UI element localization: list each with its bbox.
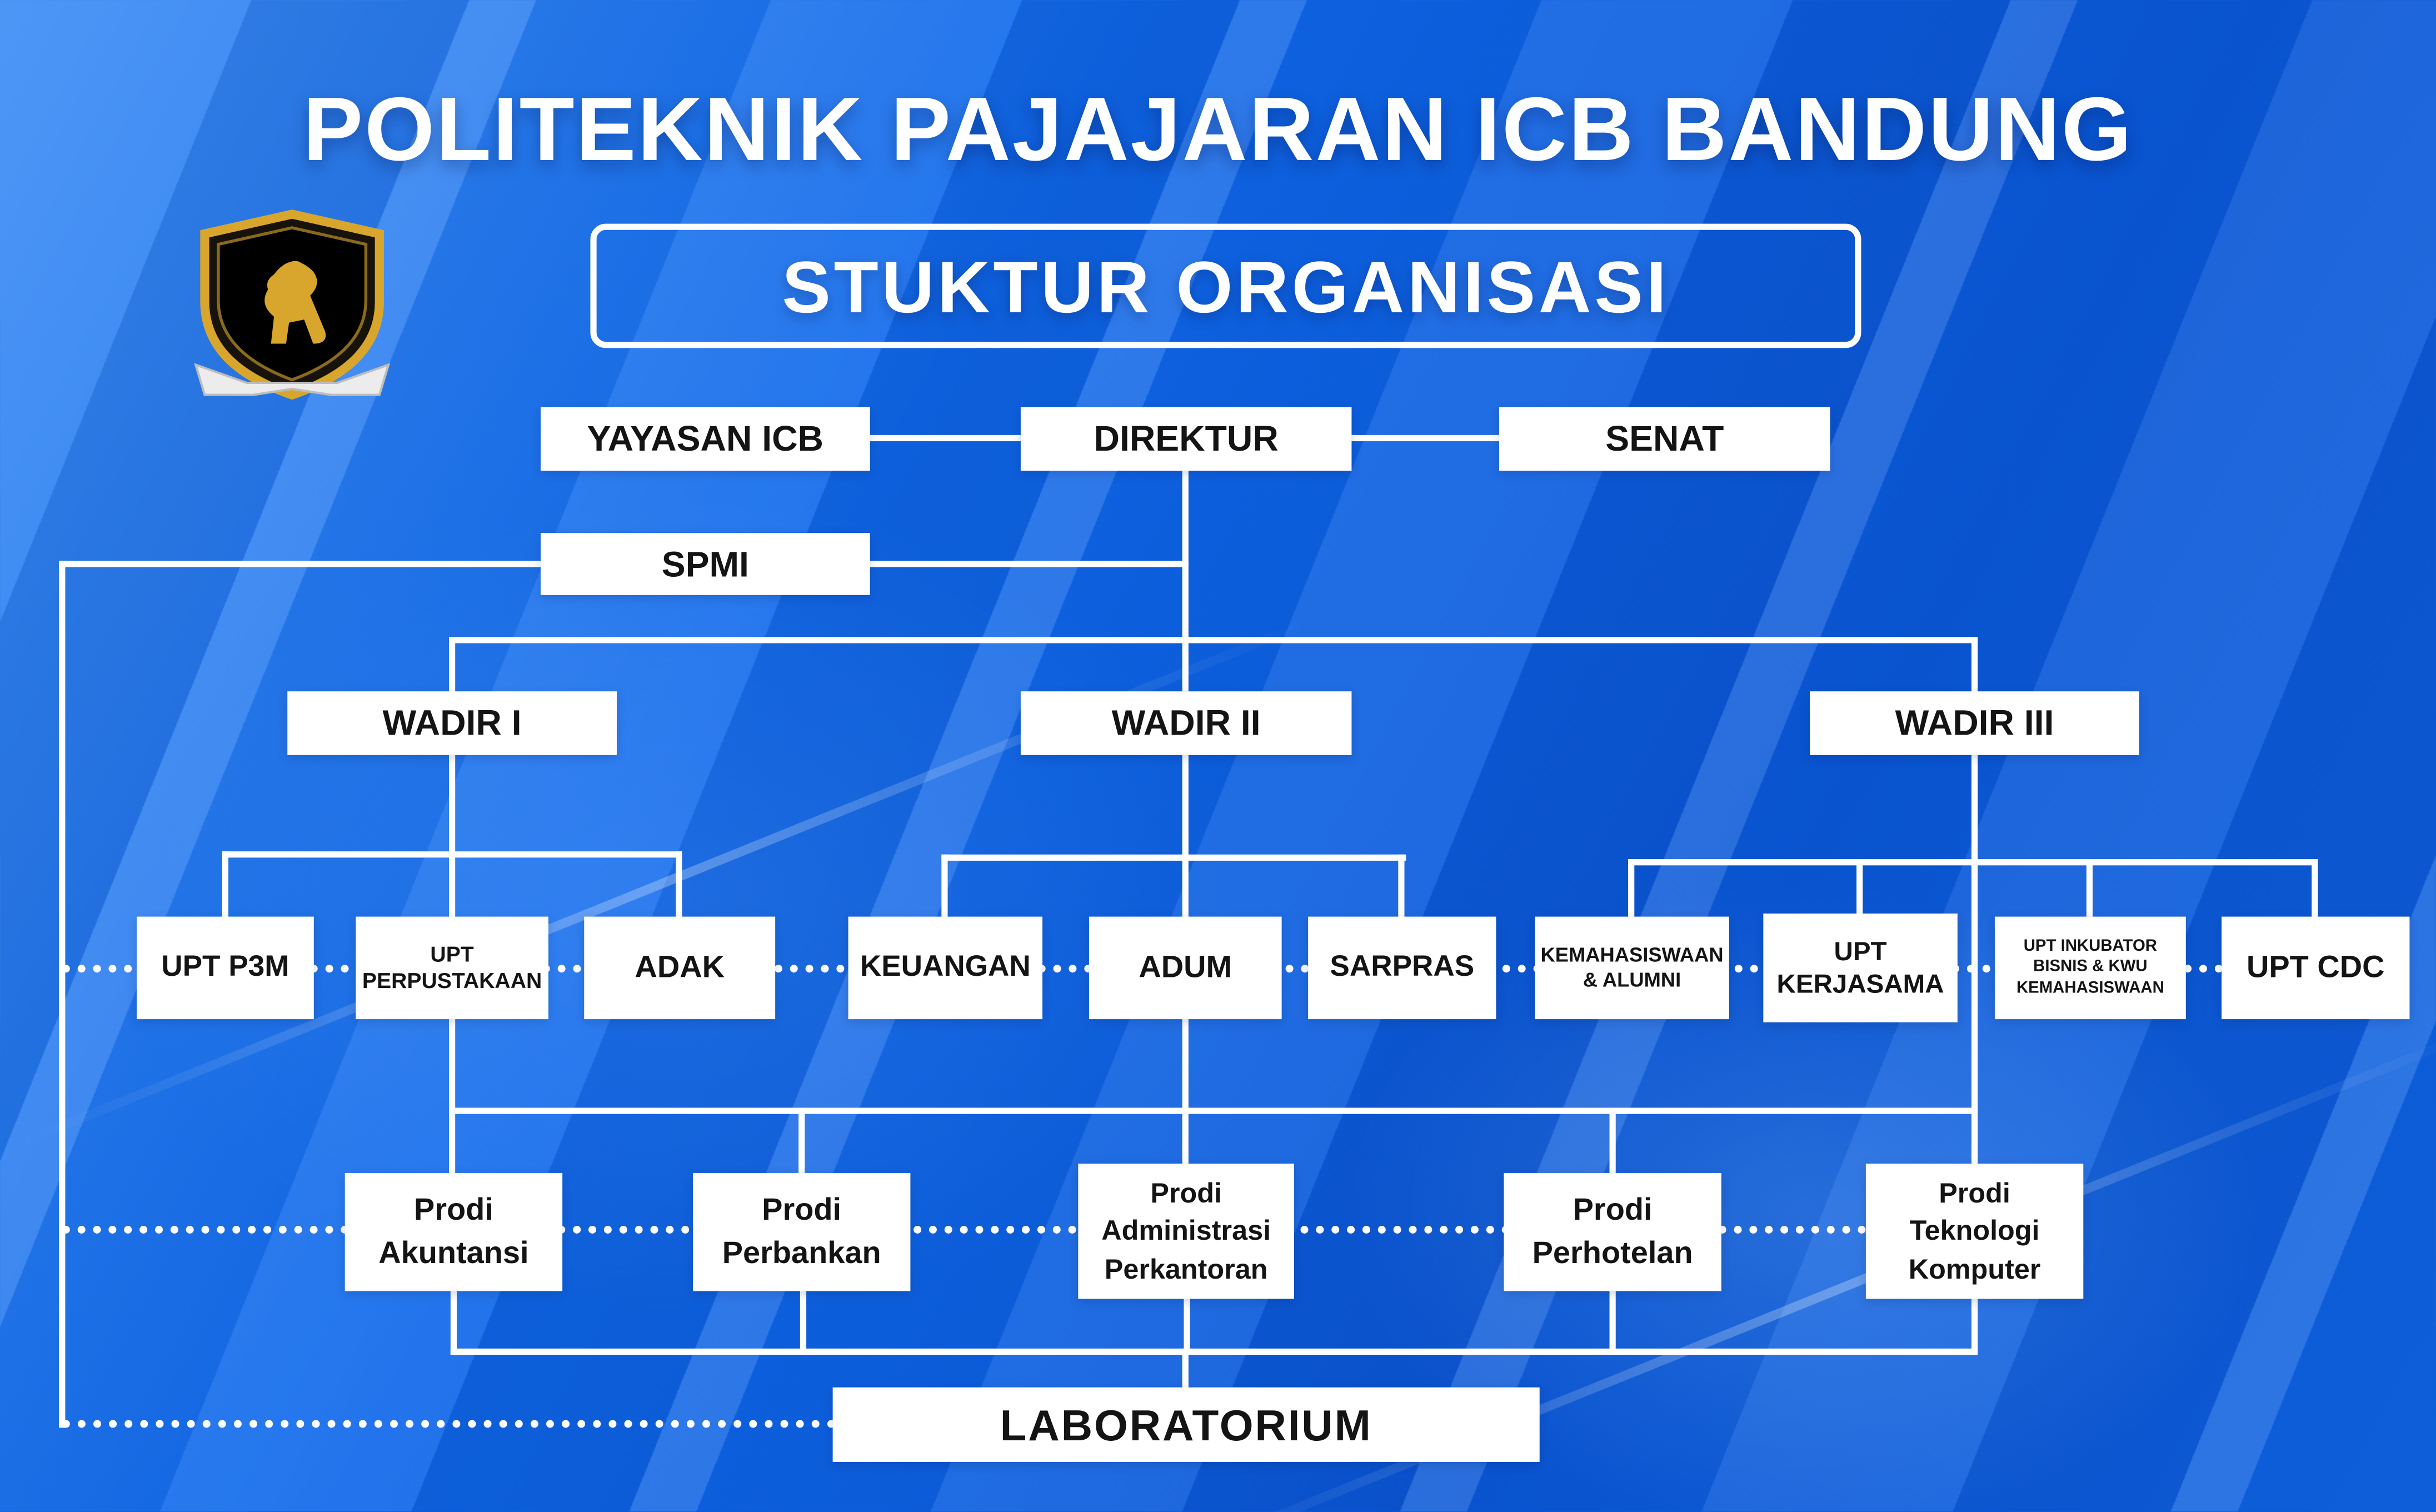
connector xyxy=(1971,637,1978,695)
node-prodi-akuntansi: Prodi Akuntansi xyxy=(345,1172,563,1291)
page-title: POLITEKNIK PAJAJARAN ICB BANDUNG xyxy=(303,79,2133,181)
node-wadir-3: WADIR III xyxy=(1810,691,2139,755)
node-upt-kerjasama: UPT KERJASAMA xyxy=(1763,913,1958,1022)
connector xyxy=(1182,471,1189,692)
node-adak: ADAK xyxy=(584,916,776,1020)
connector xyxy=(449,637,456,695)
connector xyxy=(1971,755,1978,1167)
connector xyxy=(1398,854,1405,923)
connector xyxy=(941,854,1406,861)
connector xyxy=(2312,859,2318,923)
node-keuangan: KEUANGAN xyxy=(848,916,1043,1020)
subtitle: STUKTUR ORGANISASI xyxy=(782,244,1670,327)
connector xyxy=(870,561,1189,567)
shield-lion-icon xyxy=(194,209,391,400)
node-upt-cdc: UPT CDC xyxy=(2222,916,2410,1020)
node-direktur: DIREKTUR xyxy=(1020,407,1352,471)
connector xyxy=(1182,1348,1189,1391)
connector xyxy=(1971,1295,1978,1355)
node-kemahasiswaan-alumni: KEMAHASISWAAN & ALUMNI xyxy=(1535,916,1729,1020)
connector xyxy=(1856,859,1863,920)
connector xyxy=(870,435,1021,442)
connector xyxy=(676,851,682,923)
connector xyxy=(800,1288,807,1355)
connector xyxy=(1184,1295,1190,1355)
connector xyxy=(2086,859,2093,917)
node-yayasan-icb: YAYASAN ICB xyxy=(540,407,870,471)
dotted-connector xyxy=(62,1420,836,1428)
node-senat: SENAT xyxy=(1499,407,1830,471)
connector xyxy=(222,851,228,923)
node-spmi: SPMI xyxy=(540,532,870,595)
node-wadir-2: WADIR II xyxy=(1020,691,1352,755)
node-upt-inkubator: UPT INKUBATOR BISNIS & KWU KEMAHASISWAAN xyxy=(1994,916,2186,1020)
connector xyxy=(59,561,541,567)
connector xyxy=(798,1107,805,1180)
node-sarpras: SARPRAS xyxy=(1308,916,1496,1020)
node-adum: ADUM xyxy=(1089,916,1282,1020)
node-prodi-teknologi-komputer: Prodi Teknologi Komputer xyxy=(1865,1164,2084,1299)
connector xyxy=(450,1288,457,1355)
connector xyxy=(59,561,66,1428)
connector xyxy=(1609,1107,1616,1180)
school-logo xyxy=(183,208,401,404)
connector xyxy=(450,1348,1978,1355)
connector xyxy=(1628,859,1635,923)
node-prodi-administrasi-perkantoran: Prodi Administrasi Perkantoran xyxy=(1078,1164,1294,1299)
connector xyxy=(941,854,948,923)
node-upt-p3m: UPT P3M xyxy=(137,916,314,1020)
subtitle-frame: STUKTUR ORGANISASI xyxy=(590,223,1861,348)
connector xyxy=(1609,1288,1616,1355)
connector xyxy=(1351,435,1500,442)
node-wadir-1: WADIR I xyxy=(287,691,617,755)
connector xyxy=(449,637,1978,643)
node-upt-perpustakaan: UPT PERPUSTAKAAN xyxy=(356,916,548,1020)
node-prodi-perbankan: Prodi Perbankan xyxy=(692,1172,911,1291)
connector xyxy=(449,1107,1978,1114)
node-laboratorium: LABORATORIUM xyxy=(832,1387,1540,1462)
node-prodi-perhotelan: Prodi Perhotelan xyxy=(1504,1172,1721,1291)
